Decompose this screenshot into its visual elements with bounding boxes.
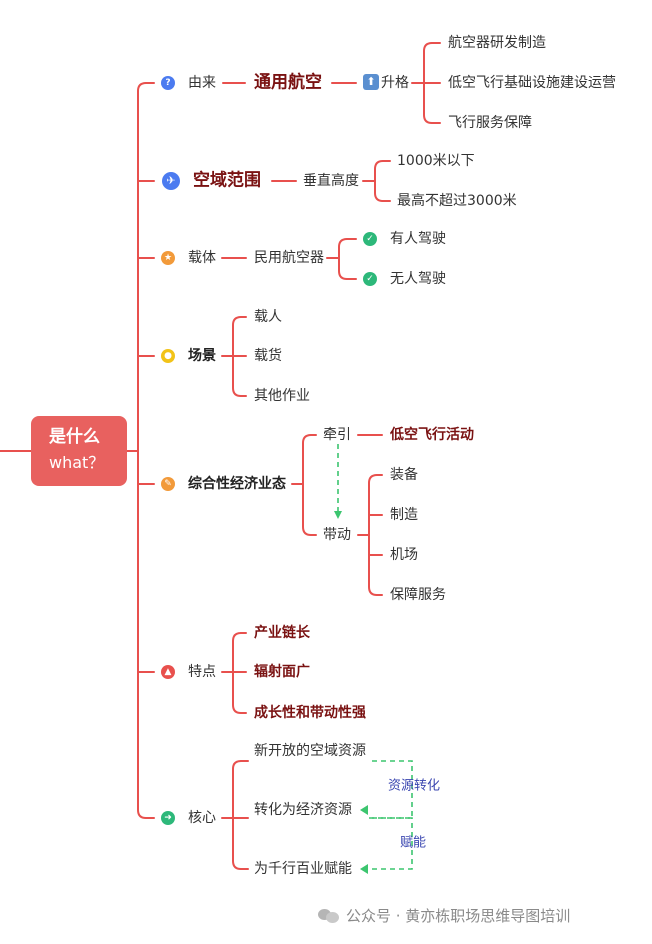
drive-item[interactable]: 装备 xyxy=(390,467,418,483)
origin-item[interactable]: 航空器研发制造 xyxy=(448,35,546,51)
carrier-item[interactable]: 无人驾驶 xyxy=(390,271,446,287)
core-item[interactable]: 新开放的空域资源 xyxy=(254,743,366,759)
checkmark-icon: ✓ xyxy=(363,272,377,286)
carrier-item[interactable]: 有人驾驶 xyxy=(390,231,446,247)
core-item[interactable]: 转化为经济资源 xyxy=(254,802,352,818)
root-title: 是什么 xyxy=(49,427,100,447)
wechat-icon xyxy=(318,907,340,923)
drive-item[interactable]: 制造 xyxy=(390,507,418,523)
scenario-item[interactable]: 载货 xyxy=(254,348,282,364)
feature-item[interactable]: 产业链长 xyxy=(254,625,310,641)
branch-origin-label[interactable]: 由来 xyxy=(188,75,216,91)
question-icon: ? xyxy=(161,76,175,90)
root-node[interactable]: 是什么 what？ xyxy=(31,416,127,486)
star-icon: ★ xyxy=(161,251,175,265)
origin-item[interactable]: 飞行服务保障 xyxy=(448,115,532,131)
relation-label: 资源转化 xyxy=(388,778,441,794)
thumbs-up-icon: ▲ xyxy=(161,665,175,679)
civil-aircraft-node[interactable]: 民用航空器 xyxy=(254,250,324,266)
branch-carrier-label[interactable]: 载体 xyxy=(188,250,216,266)
core-item[interactable]: 为千行百业赋能 xyxy=(254,861,352,877)
drive-item[interactable]: 保障服务 xyxy=(390,587,446,603)
airspace-item[interactable]: 1000米以下 xyxy=(397,153,475,169)
footer-text: 公众号 · 黄亦栋职场思维导图培训 xyxy=(346,907,571,925)
scenario-item[interactable]: 载人 xyxy=(254,309,282,325)
airplane-icon: ✈ xyxy=(162,172,180,190)
feature-item[interactable]: 成长性和带动性强 xyxy=(254,705,366,721)
branch-airspace-label[interactable]: 空域范围 xyxy=(193,170,261,191)
branch-core-label[interactable]: 核心 xyxy=(188,810,216,826)
airspace-item[interactable]: 最高不超过3000米 xyxy=(397,193,517,209)
branch-scenario-label[interactable]: 场景 xyxy=(188,348,216,364)
upgrade-label[interactable]: 升格 xyxy=(381,75,409,91)
runner-icon: ➜ xyxy=(161,811,175,825)
root-subtitle: what？ xyxy=(49,453,105,472)
traction-node[interactable]: 牵引 xyxy=(323,427,351,443)
origin-item[interactable]: 低空飞行基础设施建设运营 xyxy=(448,75,616,91)
vertical-height-node[interactable]: 垂直高度 xyxy=(303,173,359,189)
up-arrow-icon: ⬆ xyxy=(363,74,379,90)
branch-features-label[interactable]: 特点 xyxy=(188,664,216,680)
drive-node[interactable]: 带动 xyxy=(323,527,351,543)
scenario-item[interactable]: 其他作业 xyxy=(254,388,310,404)
general-aviation-node[interactable]: 通用航空 xyxy=(254,72,322,93)
branch-economy-label[interactable]: 综合性经济业态 xyxy=(188,476,286,492)
footer-watermark: 公众号 · 黄亦栋职场思维导图培训 xyxy=(318,906,570,926)
feature-item[interactable]: 辐射面广 xyxy=(254,664,310,680)
relation-label: 赋能 xyxy=(400,835,427,851)
pencil-icon: ✎ xyxy=(161,477,175,491)
low-altitude-flight-node[interactable]: 低空飞行活动 xyxy=(390,427,474,443)
checkmark-icon: ✓ xyxy=(363,232,377,246)
drive-item[interactable]: 机场 xyxy=(390,547,418,563)
lightbulb-icon: ● xyxy=(161,349,175,363)
